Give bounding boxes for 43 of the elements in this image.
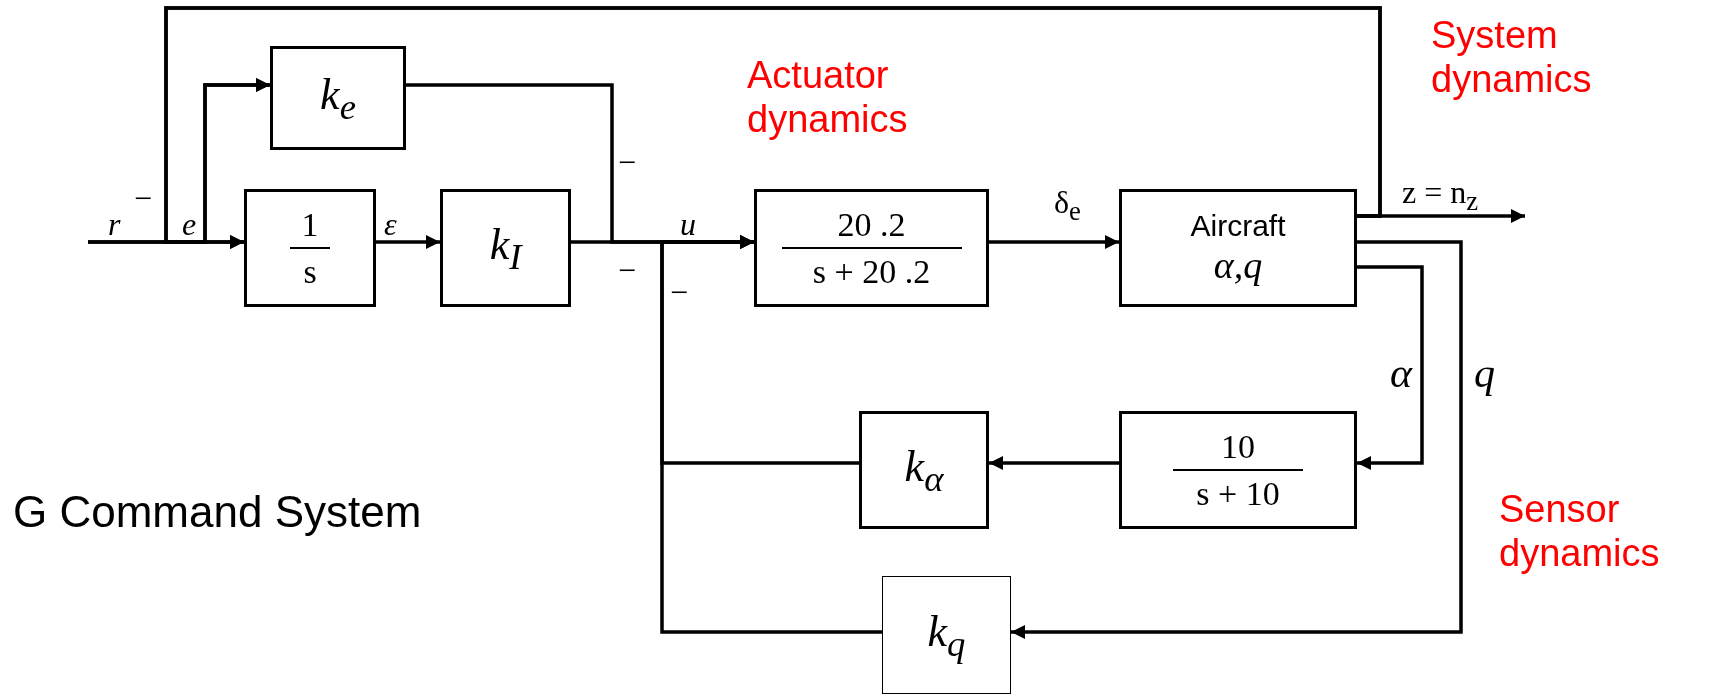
minus-sign: − bbox=[618, 254, 637, 286]
denominator: s bbox=[303, 253, 317, 291]
minus-sign: − bbox=[670, 276, 689, 308]
gain-block bbox=[882, 576, 1011, 694]
denominator: s + 20 .2 bbox=[812, 253, 931, 291]
gain-block bbox=[270, 46, 406, 150]
minus-sign: − bbox=[618, 146, 637, 178]
gain-label: k$_{I}$ bbox=[489, 218, 522, 278]
edge-label: δ$_{e}$ bbox=[1054, 186, 1081, 226]
numerator: 1 bbox=[301, 205, 319, 243]
signal-label: e bbox=[182, 208, 197, 240]
denominator: s + 10 bbox=[1196, 475, 1280, 513]
arrow bbox=[1357, 265, 1424, 470]
gain-label: k$_{q}$ bbox=[927, 605, 966, 665]
transfer-function-block bbox=[754, 189, 989, 307]
annotation: Sensor dynamics bbox=[1499, 488, 1661, 576]
signal-label: r bbox=[108, 208, 121, 240]
transfer-function-block bbox=[1119, 411, 1357, 529]
annotation: Actuator dynamics bbox=[747, 54, 909, 142]
block-title: Aircraft bbox=[1190, 209, 1286, 243]
transfer-function-block bbox=[244, 189, 376, 307]
annotation: System dynamics bbox=[1431, 14, 1593, 102]
arrow bbox=[989, 456, 1119, 470]
edge-label: ε bbox=[384, 208, 397, 240]
edge-label: q bbox=[1474, 352, 1495, 394]
arrow bbox=[1357, 209, 1525, 223]
arrow bbox=[376, 235, 440, 249]
gain-block bbox=[440, 189, 571, 307]
gain-block bbox=[859, 411, 989, 529]
arrow bbox=[660, 235, 882, 634]
transfer-function-block bbox=[1119, 189, 1357, 307]
signal-label: u bbox=[680, 208, 696, 240]
block-variables: α,q bbox=[1213, 243, 1263, 287]
gain-label: k$_{α}$ bbox=[904, 440, 944, 500]
numerator: 10 bbox=[1221, 427, 1255, 465]
arrow bbox=[989, 235, 1119, 249]
gain-label: k$_{e}$ bbox=[320, 68, 356, 128]
edge-label: z = n$_{z}$ bbox=[1402, 176, 1479, 216]
edge-label: α bbox=[1390, 352, 1413, 394]
numerator: 20 .2 bbox=[837, 205, 906, 243]
minus-sign: − bbox=[134, 182, 153, 214]
arrow bbox=[1011, 240, 1463, 639]
diagram-title: G Command System bbox=[13, 490, 422, 534]
